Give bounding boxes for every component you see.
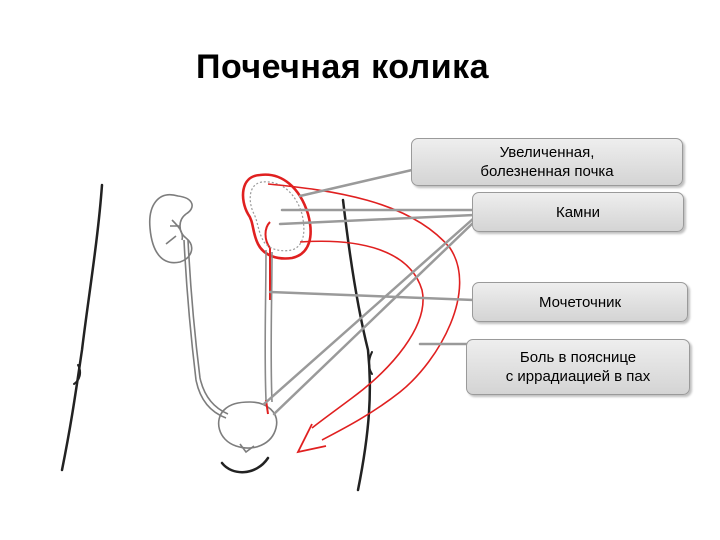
left-renal-pelvis bbox=[165, 219, 184, 245]
body-outline bbox=[60, 183, 373, 492]
left-kidney-system bbox=[149, 193, 229, 419]
pointer-lines bbox=[262, 168, 476, 416]
bladder bbox=[217, 401, 278, 454]
bladder-outline bbox=[217, 401, 278, 449]
callout-ureter: Мочеточник bbox=[472, 282, 688, 322]
callout-enlarged-kidney: Увеличенная, болезненная почка bbox=[411, 138, 683, 186]
pain-arrowhead bbox=[296, 423, 327, 454]
left-ureter bbox=[183, 239, 227, 419]
callout-kidney-line2: болезненная почка bbox=[480, 163, 614, 180]
pain-arrow-inner bbox=[299, 240, 424, 429]
pointer-kidney bbox=[298, 168, 414, 198]
callout-ureter-label: Мочеточник bbox=[538, 293, 622, 311]
pointer-ureter bbox=[268, 290, 476, 302]
right-ureter bbox=[264, 249, 273, 403]
body-right-side bbox=[341, 198, 372, 492]
callout-pain: Боль в пояснице с иррадиацией в пах bbox=[466, 339, 690, 395]
body-left-side bbox=[60, 183, 104, 472]
enlarged-kidney bbox=[241, 173, 312, 260]
slide-title: Почечная колика bbox=[196, 48, 490, 86]
kidney-pelvis-red bbox=[264, 221, 271, 300]
bladder-neck bbox=[239, 443, 255, 454]
pain-irradiation-arrows bbox=[267, 183, 461, 454]
groin-line bbox=[220, 456, 270, 474]
left-kidney bbox=[149, 193, 193, 264]
callout-stones-label: Камни bbox=[555, 203, 601, 221]
callout-pain-line2: с иррадиацией в пах bbox=[505, 368, 651, 385]
callout-stones: Камни bbox=[472, 192, 684, 232]
pointer-stones-2 bbox=[278, 213, 476, 226]
pain-arrow-outer bbox=[267, 183, 461, 441]
callout-pain-line1: Боль в пояснице bbox=[519, 349, 637, 366]
callout-kidney-line1: Увеличенная, bbox=[499, 144, 595, 161]
pointer-stones-3 bbox=[262, 216, 476, 406]
right-hip-mark bbox=[368, 351, 373, 375]
left-hip-mark bbox=[73, 364, 82, 385]
pointer-stones-4 bbox=[272, 220, 476, 416]
left-ureter-inner bbox=[187, 239, 229, 415]
